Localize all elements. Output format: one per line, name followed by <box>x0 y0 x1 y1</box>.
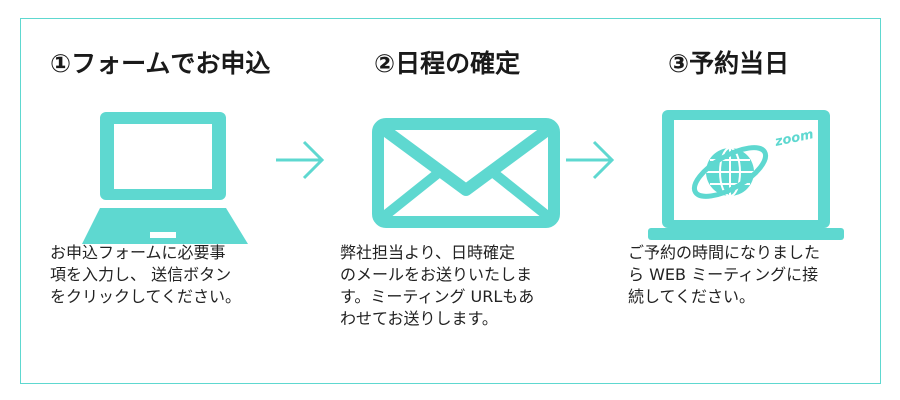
step-2-description: 弊社担当より、日時確定 のメールをお送りいたしま す。ミーティング URLもあ … <box>340 243 535 328</box>
laptop-icon <box>82 112 248 244</box>
flow-panel <box>20 18 881 384</box>
arrow-right-icon <box>276 140 325 180</box>
step-1-title: ①フォームでお申込 <box>50 49 271 78</box>
envelope-icon <box>372 118 560 228</box>
zoom-laptop-icon: zoom <box>648 110 844 240</box>
arrow-right-icon <box>566 140 615 180</box>
step-1-description: お申込フォームに必要事 項を入力し、 送信ボタン をクリックしてください。 <box>50 243 242 306</box>
step-3-title: ③予約当日 <box>668 49 790 78</box>
step-2-title: ②日程の確定 <box>374 49 521 78</box>
step-3-description: ご予約の時間になりました ら WEB ミーティングに接 続してください。 <box>628 243 821 306</box>
